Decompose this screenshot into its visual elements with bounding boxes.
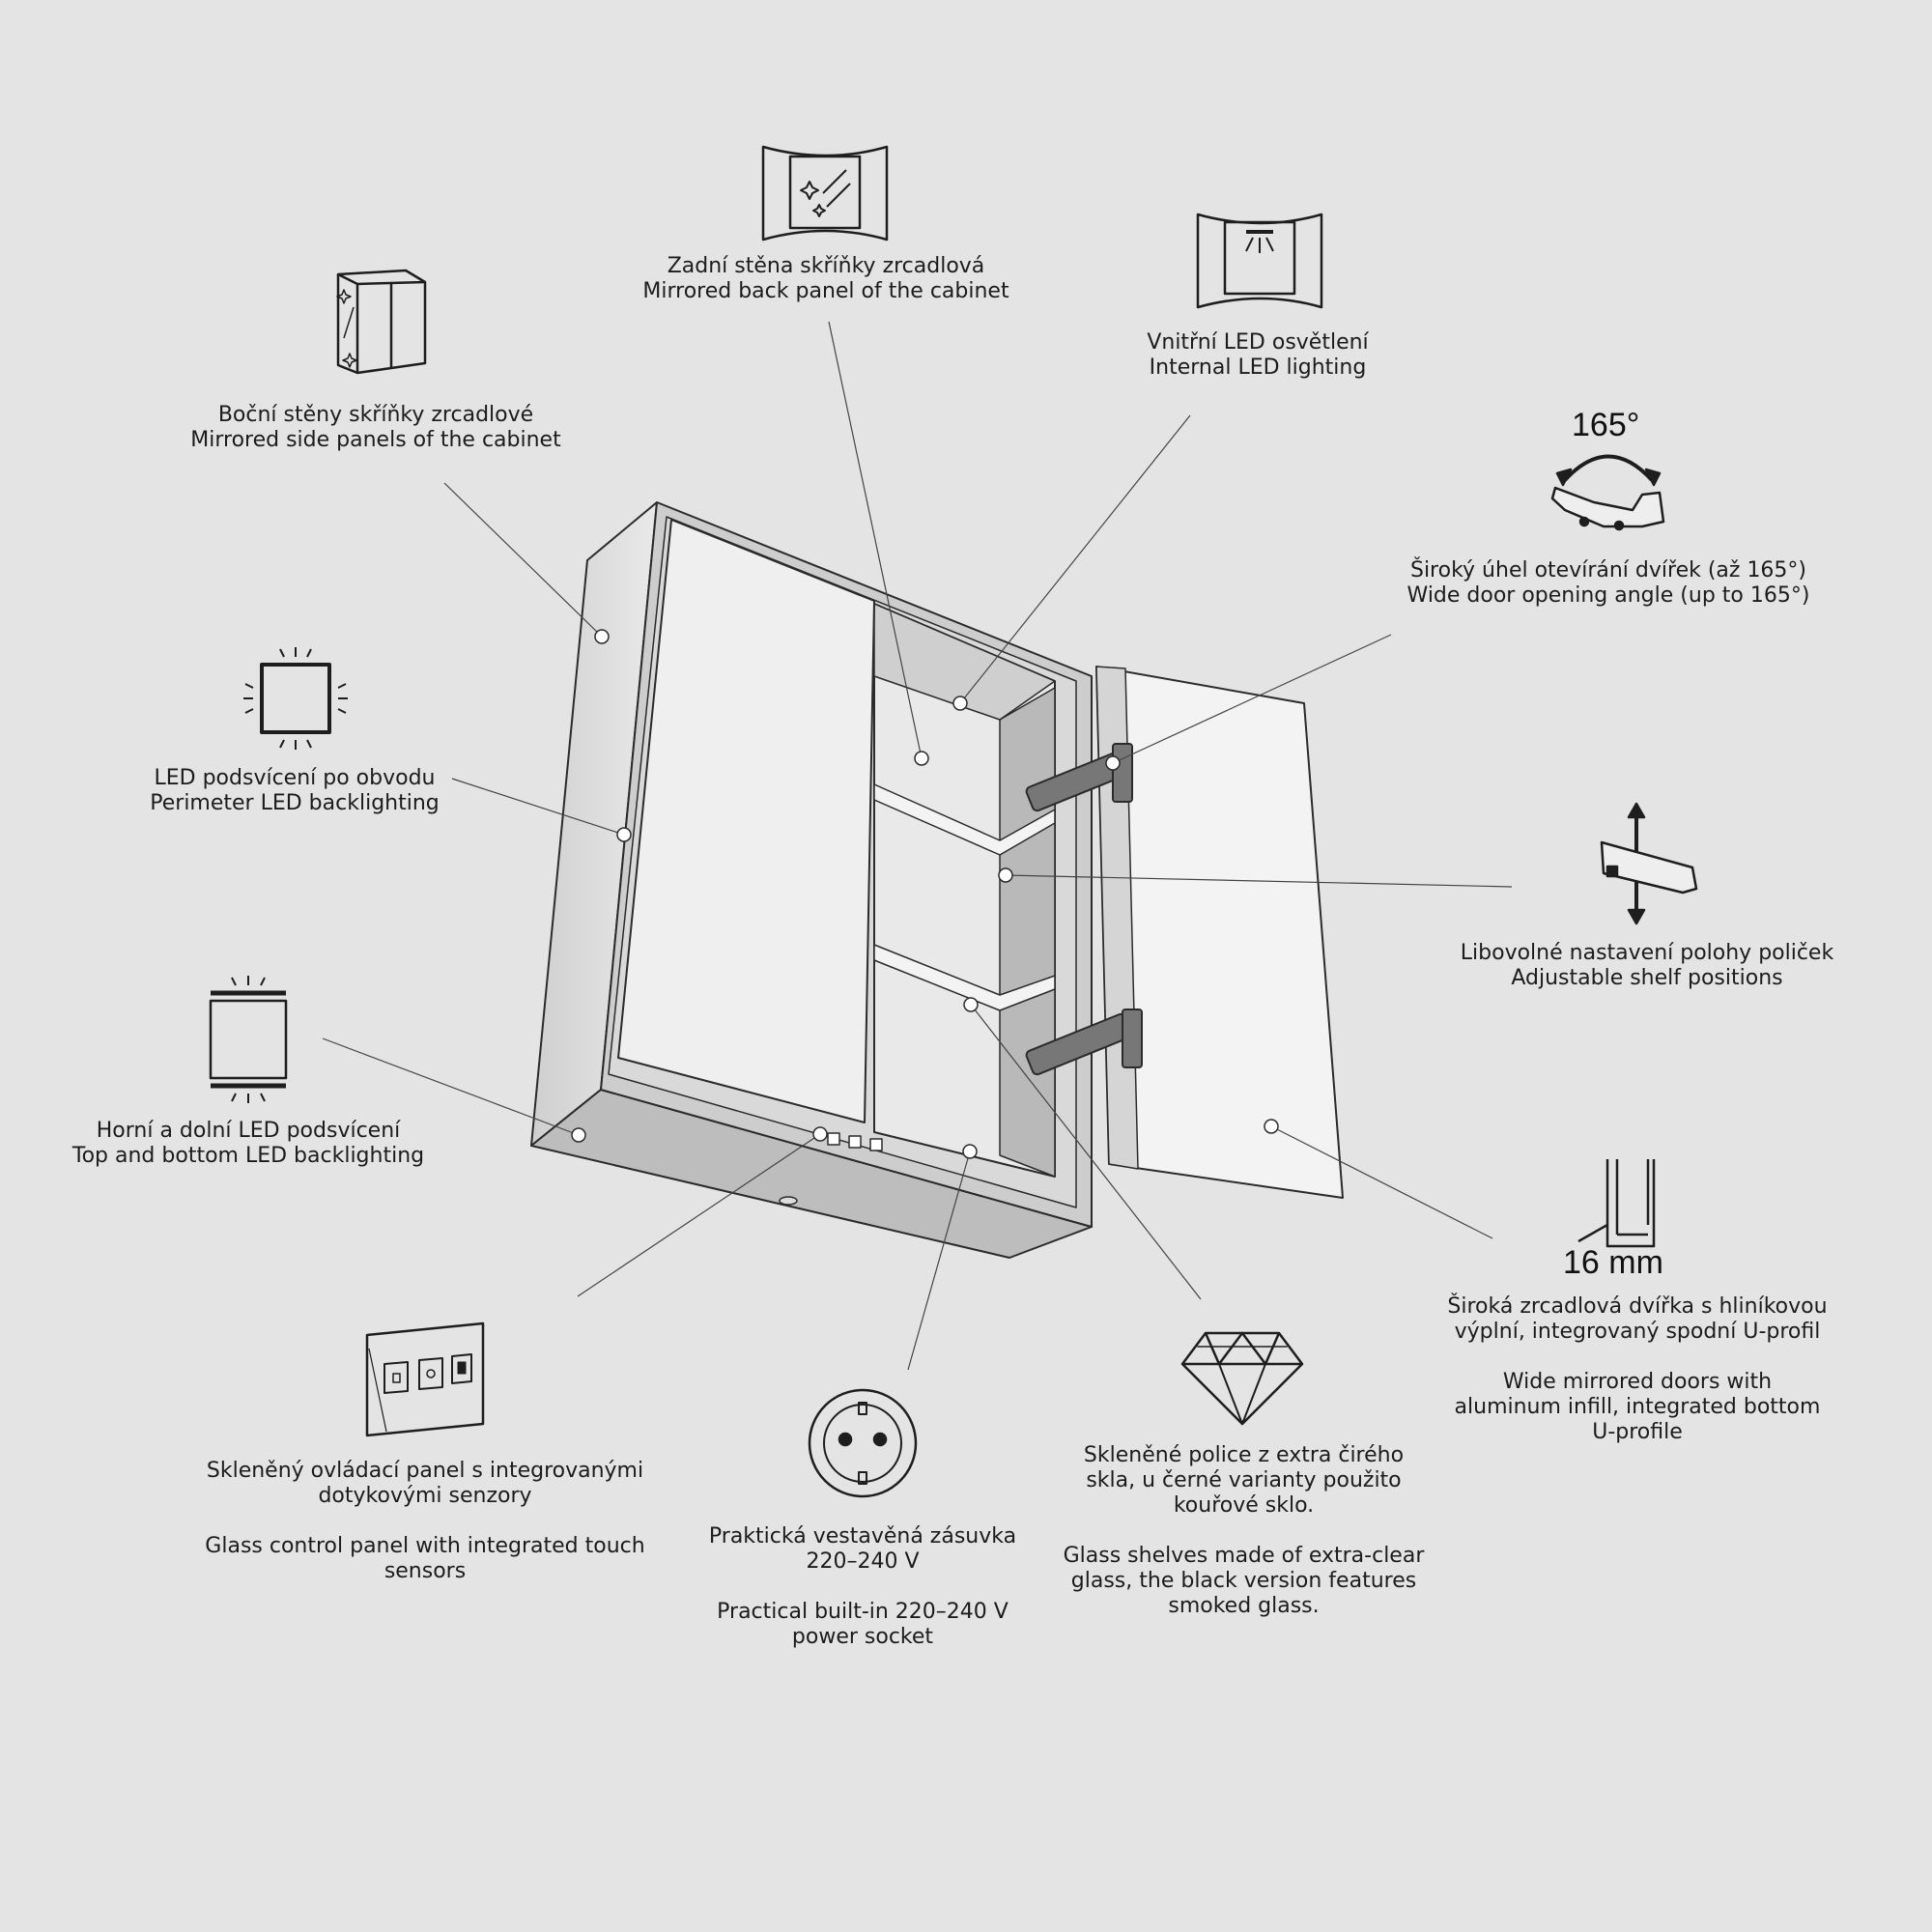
- control-panel-label: Skleněný ovládací panel s integrovanými …: [205, 1459, 645, 1583]
- interior-light-icon: [1196, 213, 1323, 309]
- mirror-cabinet-icon: [336, 269, 427, 375]
- diamond-icon: [1180, 1331, 1304, 1426]
- u-profile-icon: [1577, 1159, 1656, 1248]
- power-socket-icon: [808, 1388, 918, 1498]
- callout-lines: [322, 321, 1513, 1371]
- mirror-cabinet-drawing: [530, 501, 1344, 1259]
- mirrored-back-label: Zadní stěna skříňky zrcadlová Mirrored b…: [642, 254, 1009, 303]
- mirror-doors-label: Široká zrcadlová dvířka s hliníkovou výp…: [1447, 1294, 1828, 1444]
- angle-value: 165°: [1572, 407, 1640, 443]
- side-panels-label: Boční stěny skříňky zrcadlové Mirrored s…: [190, 403, 561, 452]
- profile-width-value: 16 mm: [1563, 1244, 1663, 1281]
- perimeter-led-label: LED podsvícení po obvodu Perimeter LED b…: [150, 766, 440, 815]
- callout-dots: [571, 629, 1279, 1159]
- bottom-socket: [779, 1196, 798, 1206]
- top-bottom-led-label: Horní a dolní LED podsvícení Top and bot…: [71, 1119, 425, 1168]
- shelf-support-icon: [1600, 802, 1698, 925]
- door-angle-label: Široký úhel otevírání dvířek (až 165°) W…: [1406, 558, 1810, 608]
- shelf-positions-label: Libovolné nastavení polohy poliček Adjus…: [1460, 941, 1834, 990]
- cabinet-shelf: [873, 783, 1056, 856]
- glass-shelves-label: Skleněné police z extra čirého skla, u č…: [1063, 1443, 1425, 1618]
- cabinet-shelf: [873, 944, 1056, 1011]
- socket-label: Praktická vestavěná zásuvka 220–240 V Pr…: [708, 1524, 1017, 1649]
- control-button: [869, 1138, 883, 1151]
- hinge-rotation-icon: [1550, 454, 1665, 531]
- touch-panel-icon: [365, 1321, 485, 1437]
- mirror-panel-icon: [761, 145, 889, 242]
- control-button: [848, 1135, 862, 1149]
- led-internal-label: Vnitřní LED osvětlení Internal LED light…: [1147, 330, 1369, 380]
- perimeter-led-icon: [243, 647, 348, 750]
- cabinet-interior-wall: [999, 687, 1056, 1178]
- top-bottom-led-icon: [209, 976, 288, 1103]
- control-button: [827, 1132, 840, 1146]
- cabinet-left-door: [617, 519, 875, 1123]
- hinge: [1025, 743, 1143, 1076]
